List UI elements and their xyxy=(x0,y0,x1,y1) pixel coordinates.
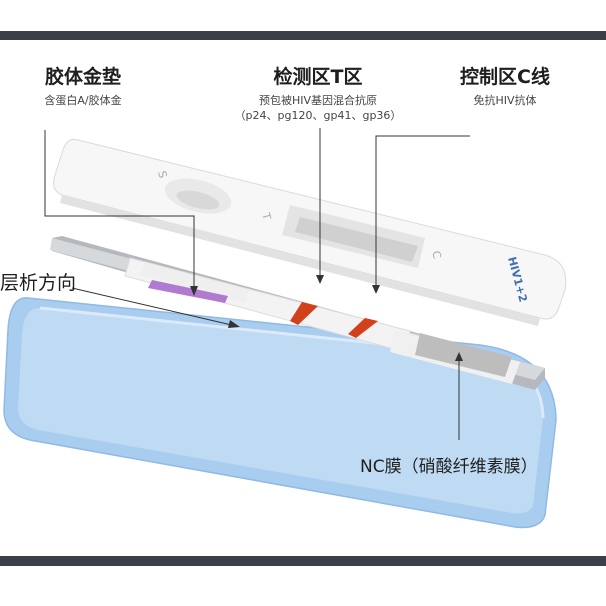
test-zone-sub1: 预包被HIV基因混合抗原 xyxy=(258,94,378,107)
control-zone-sub: 免抗HIV抗体 xyxy=(473,94,537,107)
control-zone-title: 控制区C线 xyxy=(460,66,550,88)
chromatography-direction-label: 层析方向 xyxy=(0,272,77,294)
test-zone-sub2: （p24、pg120、gp41、gp36） xyxy=(234,109,402,122)
conjugate-pad-title: 胶体金垫 xyxy=(44,66,121,88)
nc-membrane-label: NC膜（硝酸纤维素膜） xyxy=(360,457,538,477)
cassette-cover: S T C HIV1+2 xyxy=(53,139,567,326)
c-line xyxy=(348,318,378,338)
label-conjugate-pad: 胶体金垫 含蛋白A/胶体金 xyxy=(10,62,156,108)
bottom-frame-bar xyxy=(0,556,606,566)
label-test-zone: 检测区T区 预包被HIV基因混合抗原 （p24、pg120、gp41、gp36） xyxy=(218,62,418,123)
t-mark: T xyxy=(259,210,274,221)
test-zone-title: 检测区T区 xyxy=(273,66,363,88)
conjugate-pad-sub: 含蛋白A/胶体金 xyxy=(44,94,122,107)
leader-conjugate-pad xyxy=(44,130,195,288)
leader-lines xyxy=(44,128,470,440)
s-mark: S xyxy=(155,169,169,179)
colloidal-gold-pad xyxy=(148,280,228,303)
arrowheads xyxy=(190,275,463,361)
test-strip xyxy=(50,236,545,390)
t-line xyxy=(290,302,318,325)
leader-control-zone xyxy=(375,135,470,290)
top-frame-bar xyxy=(0,31,606,40)
blue-tray xyxy=(3,297,557,529)
c-mark: C xyxy=(429,249,444,260)
label-control-zone: 控制区C线 免抗HIV抗体 xyxy=(430,62,580,108)
arrow-chromatography xyxy=(71,287,237,327)
